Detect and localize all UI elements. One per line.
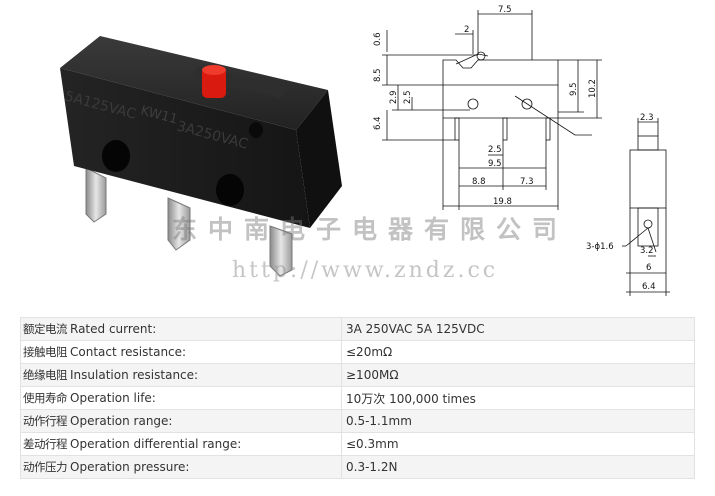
dim-6-4-left: 6.4	[373, 116, 383, 130]
dimension-drawing: 7.5 2 0.6 8.5 2.9 2.5 6.4 9.5 10.2 2.5 9…	[373, 5, 670, 296]
dim-side-6-4: 6.4	[642, 282, 656, 292]
dim-7-5: 7.5	[498, 5, 512, 15]
company-watermark: 东中南电子电器有限公司	[172, 215, 569, 244]
spec-value: 0.3-1.2N	[341, 455, 695, 479]
spec-label-cn: 动作压力	[23, 460, 68, 474]
dim-side-holes: 3-ϕ1.6	[586, 242, 614, 252]
spec-label-en: Contact resistance:	[70, 345, 187, 359]
spec-label-cn: 额定电流	[23, 322, 68, 336]
spec-label-cn: 接触电阻	[23, 345, 68, 359]
spec-label-cn: 使用寿命	[23, 391, 68, 405]
dim-8-5: 8.5	[373, 68, 383, 82]
spec-label-en: Operation pressure:	[70, 460, 190, 474]
dim-9-5-bottom: 9.5	[488, 159, 502, 169]
dim-8-8: 8.8	[472, 177, 486, 187]
dim-side-3-2: 3.2	[640, 246, 654, 256]
dim-19-8: 19.8	[493, 197, 512, 207]
spec-label-cn: 差动行程	[23, 437, 68, 451]
spec-label-cn: 动作行程	[23, 414, 68, 428]
micro-switch-photo: KW11 5A125VAC 3A250VAC	[60, 36, 342, 277]
dim-0-6: 0.6	[373, 32, 383, 46]
spec-value: 3A 250VAC 5A 125VDC	[341, 317, 695, 341]
spec-label-en: Rated current:	[70, 322, 157, 336]
spec-value: ≤20mΩ	[341, 340, 695, 364]
dim-2-5-left: 2.5	[403, 90, 413, 104]
dim-2-5-bottom: 2.5	[488, 145, 502, 155]
spec-value: ≥100MΩ	[341, 363, 695, 387]
dim-7-3: 7.3	[520, 177, 534, 187]
spec-label-en: Operation differential range:	[70, 437, 242, 451]
dim-2: 2	[464, 25, 469, 35]
mounting-hole-left	[102, 140, 130, 172]
product-header: KW11 5A125VAC 3A250VAC	[60, 5, 670, 296]
switch-front-face	[60, 68, 310, 228]
terminal-left	[85, 167, 107, 223]
dim-10-2: 10.2	[588, 79, 598, 98]
spec-value: 10万次 100,000 times	[341, 386, 695, 410]
spec-value: 0.5-1.1mm	[341, 409, 695, 433]
plunger	[202, 68, 226, 98]
dim-side-6: 6	[646, 263, 651, 273]
mounting-hole-right	[216, 174, 244, 206]
spec-label-en: Operation range:	[70, 414, 173, 428]
switch-top-face	[60, 36, 328, 130]
spec-label-cn: 绝缘电阻	[23, 368, 68, 382]
spec-label-en: Insulation resistance:	[70, 368, 199, 382]
url-watermark: http://www.zndz.cc	[232, 258, 499, 283]
spec-label-en: Operation life:	[70, 391, 156, 405]
terminal-middle	[167, 197, 191, 251]
spec-value: ≤0.3mm	[341, 432, 695, 456]
terminal-right	[269, 225, 293, 277]
dim-2-9: 2.9	[389, 90, 399, 104]
switch-side-face	[296, 90, 342, 228]
dim-side-2-3: 2.3	[640, 113, 654, 123]
dim-9-5-right: 9.5	[569, 82, 579, 96]
